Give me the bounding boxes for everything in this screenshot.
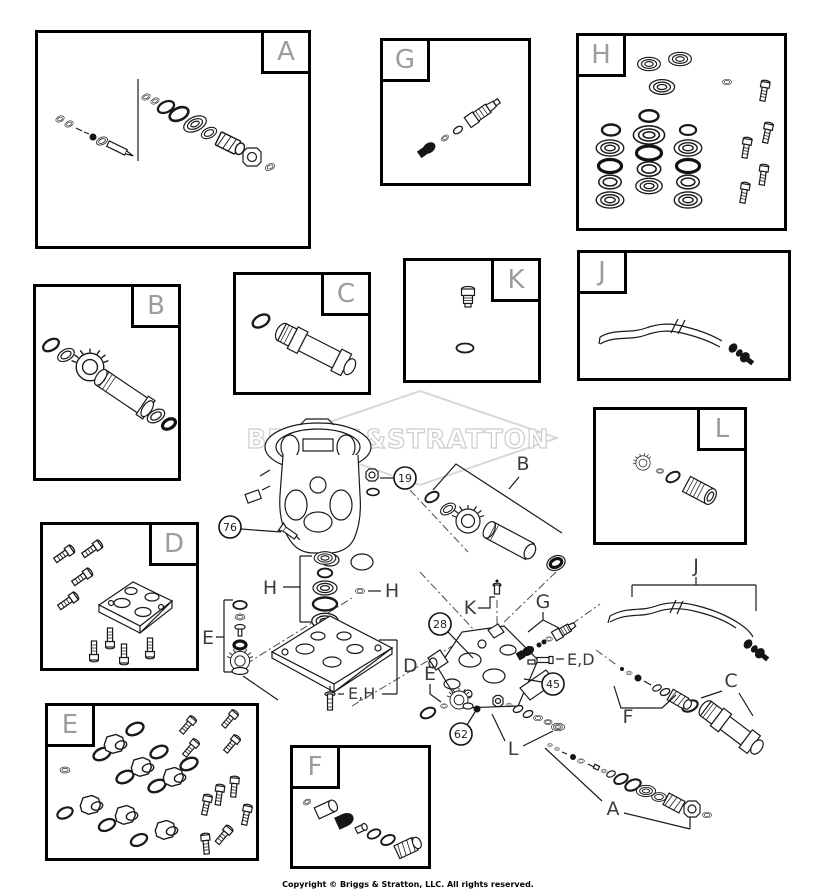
tube-assembly-b: B	[422, 453, 566, 572]
ref-label-j: J	[692, 555, 699, 577]
ref-label-b: B	[516, 453, 529, 475]
svg-text:45: 45	[546, 678, 560, 691]
briggs-stratton-watermark-logo-icon: BRIGGS&STRATTON	[246, 390, 561, 487]
part-box-j: J	[577, 250, 791, 381]
part-box-l-label: L	[697, 407, 747, 451]
ring-set-l: L	[491, 694, 565, 760]
ref-label-e-left: E	[202, 627, 214, 649]
pump-body-graphic	[244, 418, 374, 571]
svg-text:28: 28	[433, 618, 447, 631]
part-box-b: B	[33, 284, 181, 481]
part-drawing-b	[39, 335, 178, 431]
copyright-text: Copyright © Briggs & Stratton, LLC. All …	[282, 880, 534, 889]
callout-28: 28	[428, 612, 474, 659]
box-letter-j: J	[598, 257, 606, 287]
part-box-b-label: B	[131, 284, 181, 328]
box-letter-c: C	[336, 279, 356, 309]
box-letter-k: K	[507, 265, 525, 295]
part-box-f-label: F	[290, 745, 340, 789]
valve-stack-e: E	[202, 599, 279, 701]
ref-label-d: D	[403, 655, 418, 677]
ref-label-h-left: H	[263, 577, 277, 599]
part-drawing-c	[249, 310, 357, 377]
callout-76: 76	[218, 515, 301, 541]
ref-label-eh: E,H	[348, 684, 375, 703]
part-drawing-f	[301, 797, 422, 860]
part-drawing-k	[455, 285, 476, 354]
part-box-d: D	[40, 522, 199, 671]
part-box-k: K	[403, 258, 541, 383]
ref-group-e-valve: E	[418, 663, 474, 722]
part-box-k-label: K	[491, 258, 541, 302]
manifold-graphic: E,H D	[270, 615, 418, 711]
box-letter-a: A	[277, 37, 295, 67]
ref-group-k: K	[464, 579, 502, 619]
construction-lines	[245, 489, 619, 707]
ref-label-c: C	[724, 670, 737, 692]
watermark-text: BRIGGS&STRATTON	[246, 425, 549, 455]
valve-train-a: A	[544, 743, 712, 830]
part-box-c-label: C	[321, 272, 371, 316]
pump-block-graphic	[427, 623, 557, 709]
part-box-l: L	[593, 407, 747, 545]
part-box-e-label: E	[45, 703, 95, 747]
ref-group-g: G	[515, 591, 577, 661]
callout-45: 45	[523, 672, 565, 696]
part-box-c: C	[233, 272, 371, 395]
svg-text:76: 76	[223, 521, 237, 534]
part-box-e: E	[45, 703, 259, 861]
ref-label-g: G	[536, 591, 551, 613]
part-box-j-label: J	[577, 250, 627, 294]
box-letter-d: D	[163, 529, 185, 559]
box-letter-e: E	[61, 710, 79, 740]
box-letter-h: H	[591, 40, 611, 70]
ref-label-l: L	[508, 738, 519, 760]
svg-text:62: 62	[454, 728, 468, 741]
part-drawing-d	[51, 538, 174, 666]
small-parts-f: F	[613, 667, 693, 728]
part-drawing-h	[595, 51, 775, 209]
callout-62: 62	[449, 705, 481, 746]
box-letter-g: G	[394, 45, 416, 75]
part-box-h-label: H	[576, 33, 626, 77]
part-box-g: G	[380, 38, 531, 186]
box-letter-b: B	[147, 291, 165, 321]
callout-19: 19	[365, 466, 417, 497]
part-box-d-label: D	[149, 522, 199, 566]
part-drawing-g	[416, 97, 502, 159]
part-box-a: A	[35, 30, 311, 249]
part-box-f: F	[290, 745, 431, 869]
part-drawing-l	[630, 450, 717, 506]
ref-label-a: A	[607, 798, 620, 820]
ref-label-k: K	[464, 597, 477, 619]
box-letter-f: F	[307, 752, 323, 782]
part-drawing-a	[54, 79, 277, 173]
tube-assembly-c: C	[679, 670, 764, 755]
ref-label-h-right: H	[385, 580, 399, 602]
part-drawing-j	[598, 318, 755, 366]
part-box-g-label: G	[380, 38, 430, 82]
manifold-bolt	[324, 691, 336, 711]
box-letter-l: L	[714, 414, 730, 444]
ref-label-ed: E,D	[567, 650, 595, 669]
ref-group-ed: E,D	[527, 650, 595, 669]
ref-label-e-valve: E	[424, 663, 436, 685]
part-box-a-label: A	[261, 30, 311, 74]
part-box-h: H	[576, 33, 787, 231]
svg-text:19: 19	[398, 472, 412, 485]
hose-assembly-j: J	[607, 555, 770, 662]
seal-stack-h: H H	[263, 551, 399, 630]
ref-label-f: F	[623, 706, 634, 728]
